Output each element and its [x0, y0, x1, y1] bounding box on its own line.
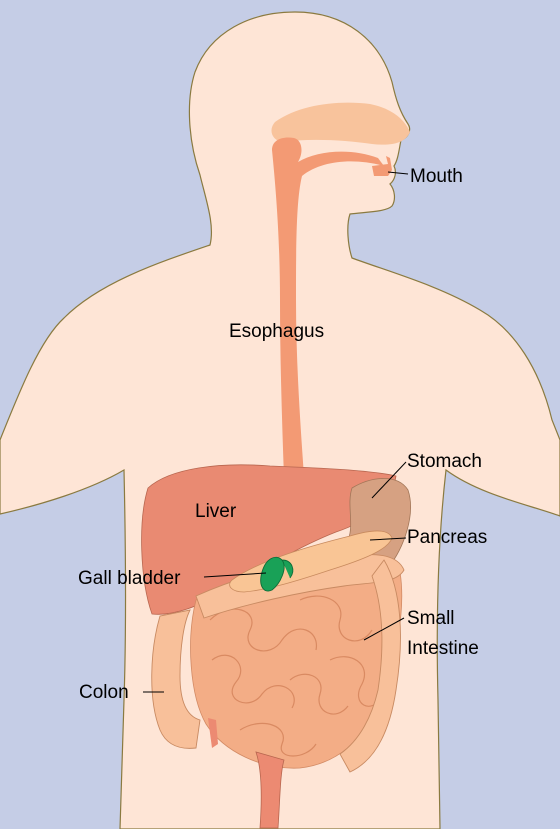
pancreas-label: Pancreas	[407, 527, 487, 548]
esophagus-label: Esophagus	[229, 321, 324, 342]
gall-bladder-label: Gall bladder	[78, 568, 181, 589]
liver-label: Liver	[195, 501, 237, 522]
stomach-label: Stomach	[407, 451, 482, 472]
mouth-label: Mouth	[410, 166, 463, 187]
colon-label: Colon	[79, 682, 129, 703]
small-intestine-label-line2: Intestine	[407, 638, 479, 659]
small-intestine-label-line1: Small	[407, 608, 455, 629]
